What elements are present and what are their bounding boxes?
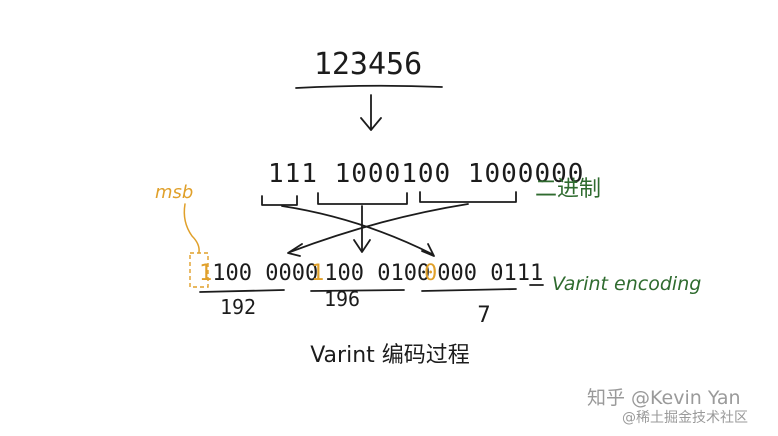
msb-label: msb xyxy=(155,182,193,203)
byte-1-decimal: 192 xyxy=(220,295,256,319)
byte-2-msb: 1 xyxy=(311,261,324,286)
byte-3: 0000 0111 xyxy=(424,261,543,286)
byte-3-decimal: 7 xyxy=(477,303,490,328)
binary-value: 111 1000100 1000000 xyxy=(268,159,584,189)
byte-3-msb: 0 xyxy=(424,261,437,286)
arrowhead-byte1 xyxy=(287,243,303,257)
byte-3-underline xyxy=(421,288,517,292)
msb-pointer xyxy=(183,203,200,253)
byte-1-msb: 1 xyxy=(199,261,212,286)
watermark-zhihu: 知乎 @Kevin Yan xyxy=(587,387,741,409)
byte-1-underline xyxy=(199,289,285,293)
varint-encoding-label: Varint encoding xyxy=(552,273,701,295)
byte-2: 1100 0100 xyxy=(311,261,430,286)
arrow-group3-to-byte1 xyxy=(289,203,469,253)
input-number: 123456 xyxy=(314,47,422,82)
watermark-juejin: @稀土掘金技术社区 xyxy=(622,410,748,426)
arrowhead-byte2 xyxy=(353,239,371,253)
number-underline xyxy=(295,84,443,89)
byte-1: 1100 0000 xyxy=(199,261,318,286)
arrowhead-byte3 xyxy=(421,243,435,257)
group-bracket-3 xyxy=(419,191,517,203)
byte-3-rest: 000 0111 xyxy=(437,261,543,286)
byte-1-rest: 100 0000 xyxy=(212,261,318,286)
group-bracket-1 xyxy=(261,195,298,206)
byte-2-rest: 100 0100 xyxy=(324,261,430,286)
binary-label: 二进制 xyxy=(535,177,601,202)
byte-2-underline xyxy=(310,289,405,292)
byte-2-decimal: 196 xyxy=(324,287,360,311)
down-arrow-head xyxy=(360,117,382,131)
diagram-caption: Varint 编码过程 xyxy=(310,343,470,368)
arrow-group1-to-byte3 xyxy=(281,205,433,255)
msb-highlight-box xyxy=(189,252,209,288)
group-bracket-2 xyxy=(317,192,408,205)
